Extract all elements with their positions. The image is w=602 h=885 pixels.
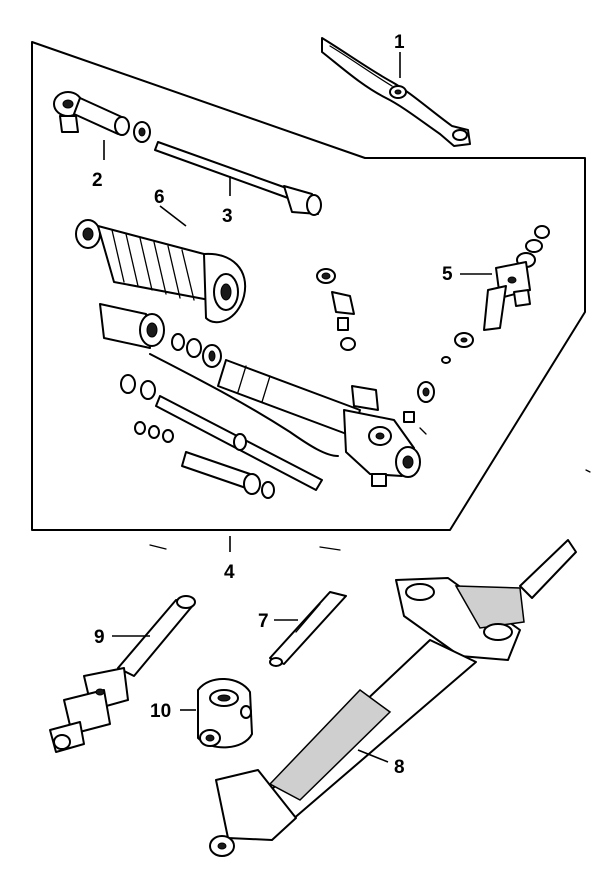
steering-gear-group-outline	[31, 41, 586, 531]
callout-4[interactable]: 4	[224, 562, 235, 583]
part-5-pinion-valve[interactable]	[441, 225, 550, 364]
callout-7[interactable]: 7	[258, 611, 269, 632]
part-10-flex-coupling[interactable]	[197, 677, 253, 749]
scan-marks	[149, 469, 591, 551]
part-1-support-bracket[interactable]	[321, 37, 471, 147]
part-8-steering-column[interactable]	[209, 539, 577, 857]
part-9-intermediate-shaft[interactable]	[49, 595, 196, 753]
callout-10[interactable]: 10	[150, 701, 171, 722]
callout-8[interactable]: 8	[394, 757, 405, 778]
callout-5[interactable]: 5	[442, 264, 453, 285]
part-6-rack-boot[interactable]	[75, 219, 247, 324]
part-4-steering-gear-assembly[interactable]	[99, 268, 435, 499]
callout-2[interactable]: 2	[92, 170, 103, 191]
part-3-inner-tie-rod[interactable]	[154, 141, 322, 216]
part-7-shaft[interactable]	[269, 591, 347, 667]
callout-3[interactable]: 3	[222, 206, 233, 227]
callout-labels: 1 2 3 4 5 6 7 8 9 10	[92, 32, 453, 778]
callout-1[interactable]: 1	[394, 32, 405, 53]
callout-leaders	[103, 52, 492, 763]
callout-9[interactable]: 9	[94, 627, 105, 648]
callout-6[interactable]: 6	[154, 187, 165, 208]
part-2-outer-tie-rod-end[interactable]	[53, 91, 151, 143]
